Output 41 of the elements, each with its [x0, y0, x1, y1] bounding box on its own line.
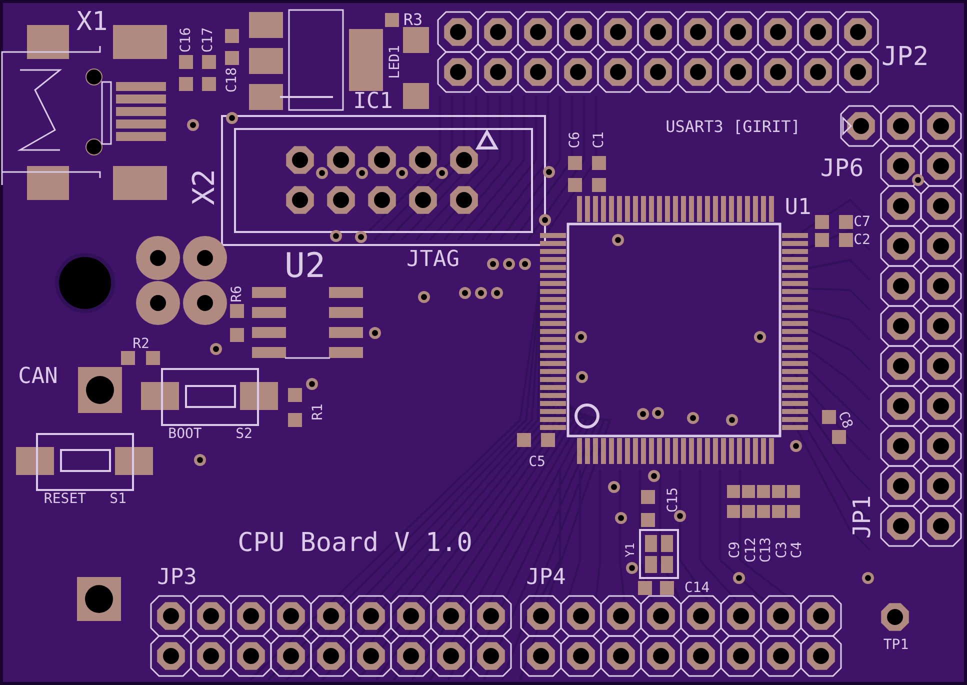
silkscreen-label: Y1 — [624, 542, 636, 558]
silkscreen-label: C2 — [854, 233, 870, 247]
silkscreen-label: C4 — [790, 542, 804, 558]
silkscreen-label: C6 — [568, 132, 582, 148]
silkscreen-label: JP3 — [157, 567, 197, 589]
silkscreen-label: R6 — [230, 286, 244, 302]
silkscreen-label: C7 — [854, 215, 870, 229]
silkscreen-label: U2 — [284, 249, 326, 283]
silkscreen-label: JP2 — [882, 44, 928, 70]
silkscreen-label: C12 — [744, 537, 758, 563]
silkscreen-label: C9 — [728, 542, 742, 558]
silkscreen-label: TP1 — [883, 638, 909, 652]
silkscreen-label: C1 — [592, 132, 606, 148]
silkscreen-label: U1 — [784, 197, 812, 219]
silkscreen-label: JP1 — [850, 495, 874, 539]
silkscreen-label: X2 — [190, 168, 220, 206]
silkscreen-label: IC1 — [353, 91, 393, 113]
silkscreen-label: JP4 — [526, 567, 566, 589]
silkscreen-label: USART3 [GIRIT] — [666, 119, 800, 135]
silkscreen-label: R1 — [311, 404, 325, 420]
silkscreen-label: C5 — [528, 455, 546, 469]
silkscreen-label: BOOT — [168, 427, 202, 441]
silkscreen-label: JTAG — [406, 249, 460, 271]
silkscreen-label: C15 — [666, 487, 680, 513]
silkscreen-label: X1 — [76, 9, 108, 35]
silkscreen-label: S2 — [236, 427, 252, 441]
silkscreen-label: C13 — [759, 537, 773, 563]
silkscreen-label: LED1 — [388, 45, 402, 79]
board-title: CPU Board V 1.0 — [238, 530, 472, 556]
silkscreen-label: C14 — [684, 581, 710, 595]
silkscreen-label: CAN — [18, 366, 58, 388]
silkscreen-label: C17 — [201, 27, 215, 53]
silkscreen-label: R3 — [403, 12, 423, 28]
silkscreen-label: C16 — [179, 27, 193, 53]
silkscreen-label: C18 — [225, 67, 239, 93]
silkscreen-label: RESET — [44, 492, 86, 506]
silkscreen-label: JP6 — [820, 156, 864, 180]
silkscreen-label: C8 — [836, 410, 854, 430]
silkscreen-label: S1 — [110, 492, 126, 506]
silkscreen-label: C3 — [775, 542, 789, 558]
silkscreen-label: R2 — [132, 337, 150, 351]
